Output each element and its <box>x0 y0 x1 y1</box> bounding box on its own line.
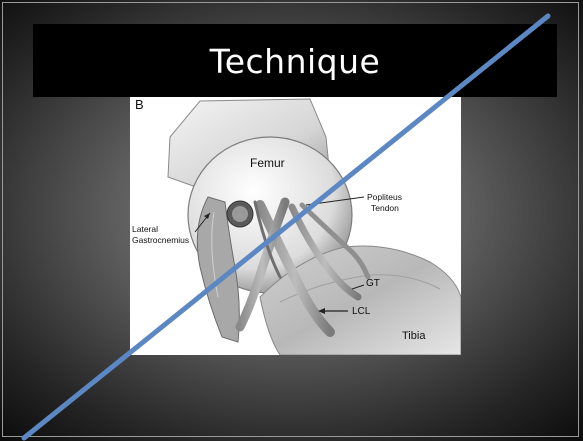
slash-line <box>24 16 548 438</box>
